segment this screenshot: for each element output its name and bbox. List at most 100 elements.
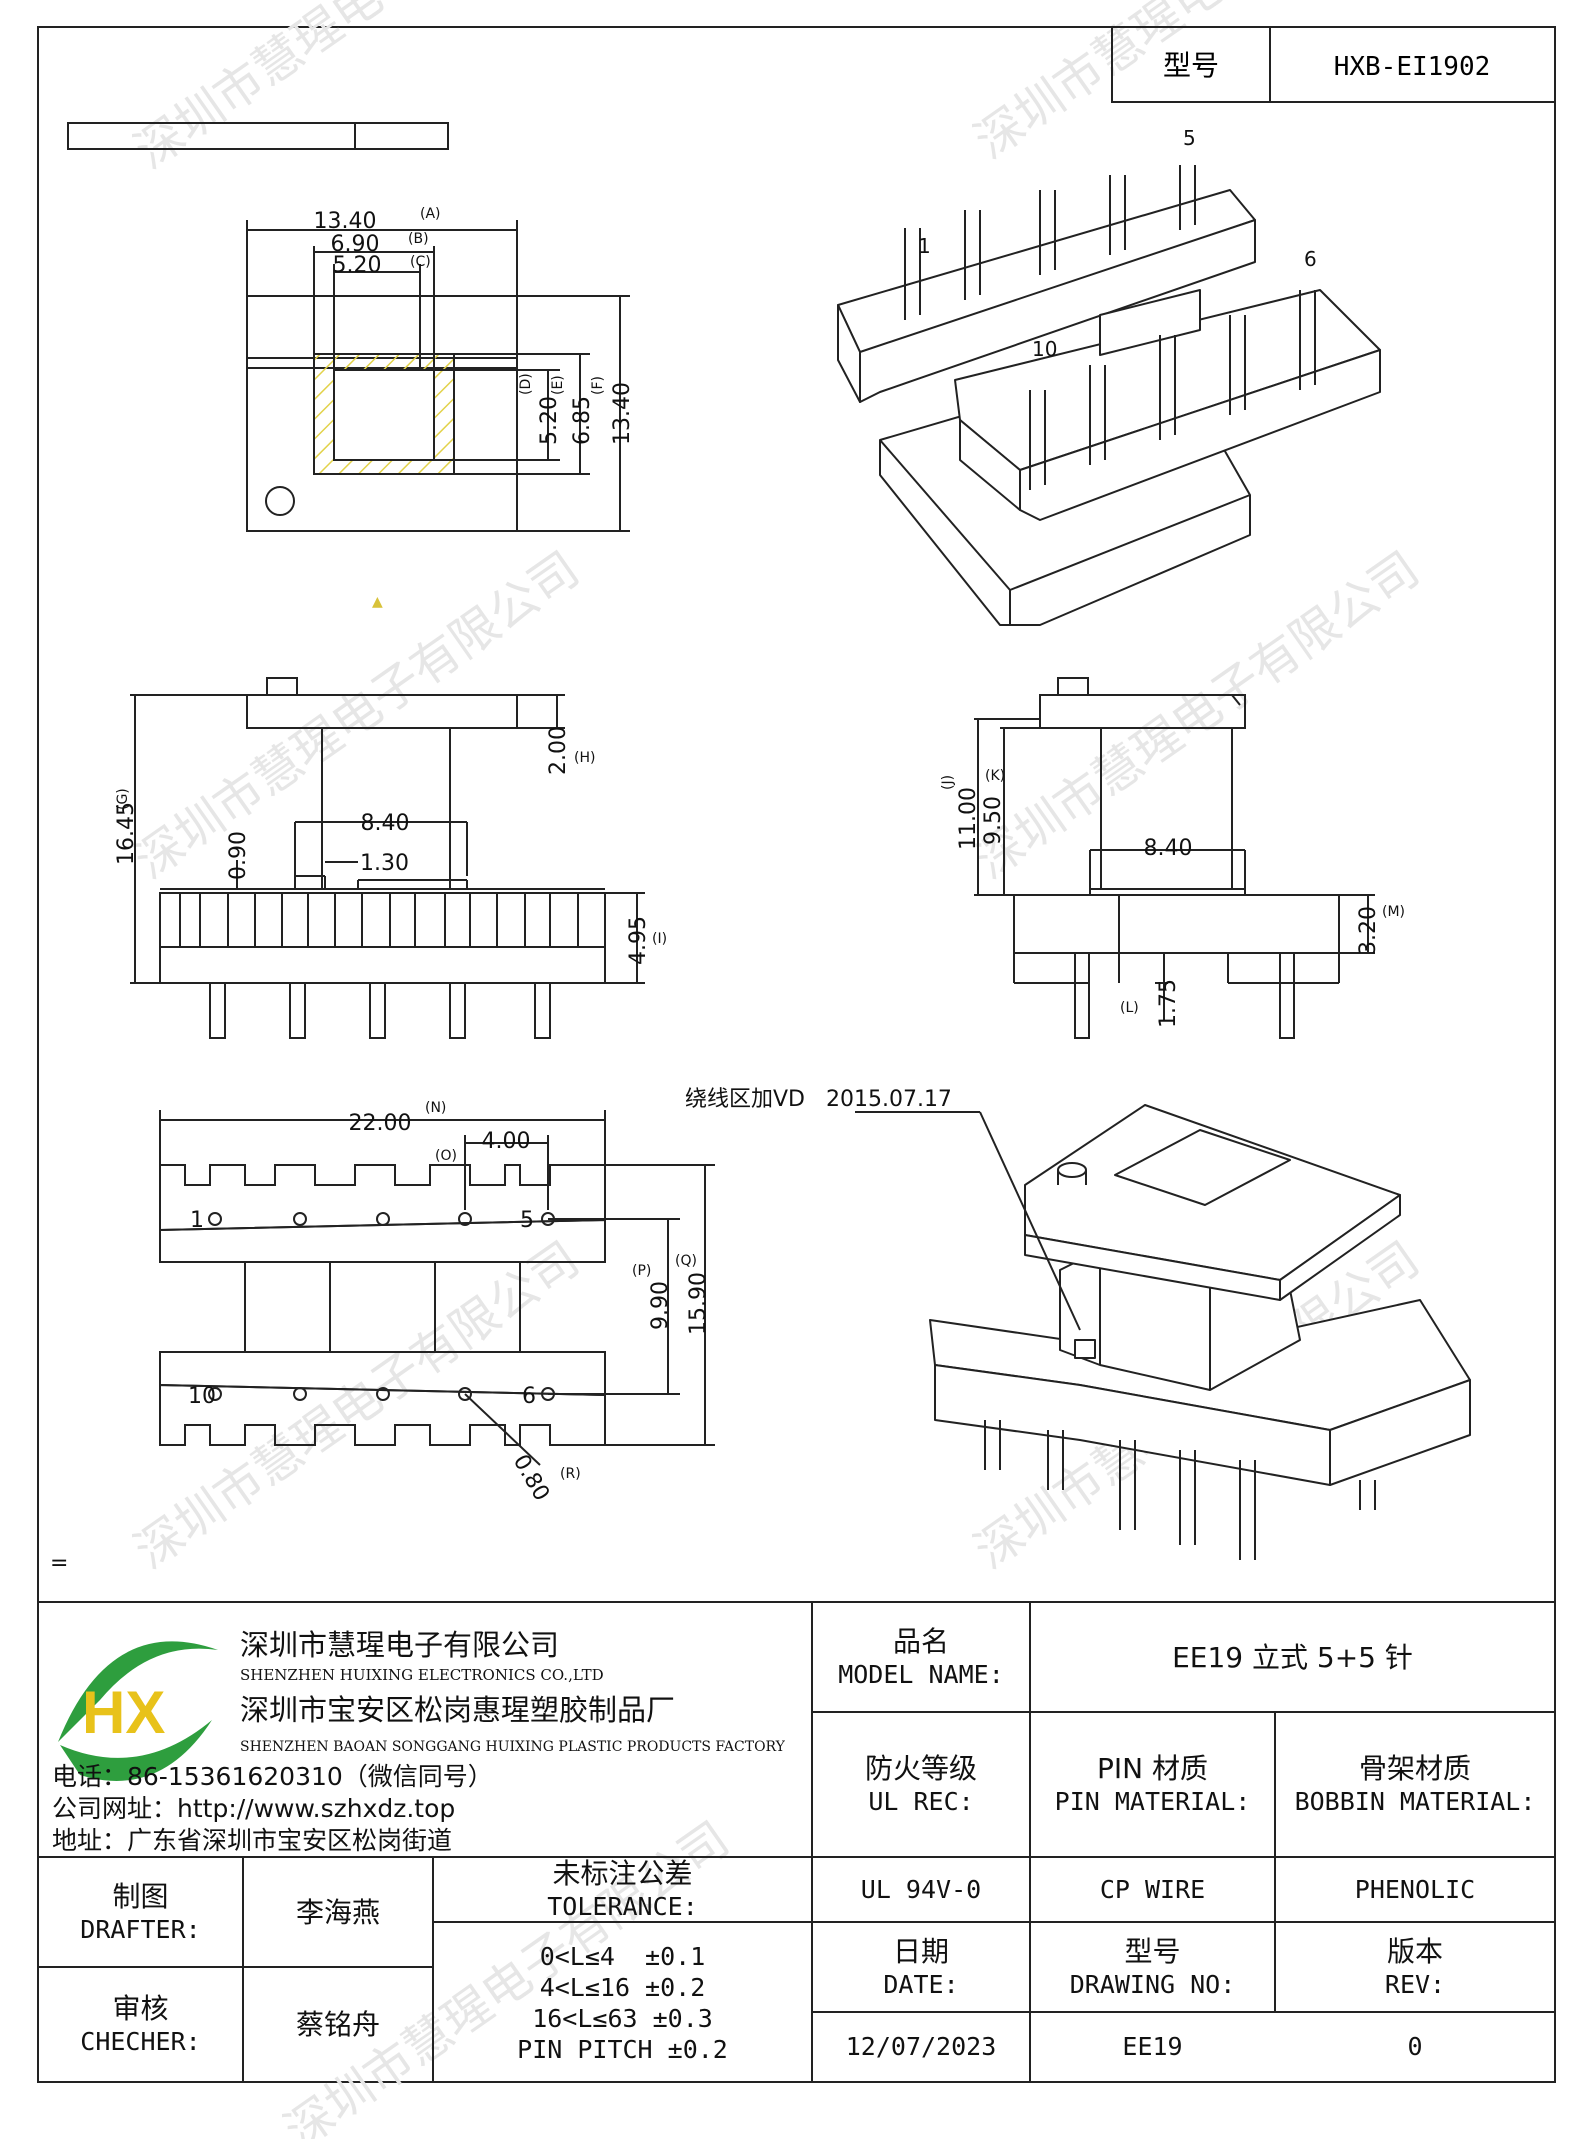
ul-rec-en: UL REC: bbox=[868, 1787, 974, 1817]
dim-h: 2.00 bbox=[546, 726, 571, 775]
company-name-cn: 深圳市慧瑆电子有限公司 bbox=[240, 1627, 800, 1663]
dim-e: 6.85 bbox=[570, 396, 595, 445]
company-name-cn-text: 深圳市慧瑆电子有限公司 bbox=[240, 1627, 560, 1662]
factory-name-en: SHENZHEN BAOAN SONGGANG HUIXING PLASTIC … bbox=[240, 1738, 810, 1758]
factory-name-en-text: SHENZHEN BAOAN SONGGANG HUIXING PLASTIC … bbox=[240, 1739, 785, 1756]
tag-q: (Q) bbox=[675, 1253, 697, 1269]
bobbin-material-en: BOBBIN MATERIAL: bbox=[1294, 1787, 1536, 1817]
model-name-label: 品名 MODEL NAME: bbox=[812, 1602, 1030, 1712]
small-mark: ▲ bbox=[372, 594, 383, 610]
front-view-dims: 11.00 (J) 9.50 (K) 8.40 3.20 (M) 1.75 (L… bbox=[940, 768, 1405, 1028]
date-cn: 日期 bbox=[892, 1934, 949, 1968]
company-phone: 电话：86-15361620310（微信同号） bbox=[52, 1762, 802, 1792]
iso-pin5-label: 5 bbox=[1183, 126, 1196, 150]
ul-rec-cn: 防火等级 bbox=[864, 1752, 977, 1786]
model-name-cn: 品名 bbox=[892, 1624, 949, 1658]
tolerance-cn: 未标注公差 bbox=[552, 1857, 693, 1891]
pin-material-label: PIN 材质 PIN MATERIAL: bbox=[1030, 1712, 1275, 1857]
iso-pin-labels: 1 5 6 10 bbox=[918, 126, 1317, 361]
ul-value-text: UL 94V-0 bbox=[860, 1874, 982, 1904]
dim-n: 22.00 bbox=[349, 1111, 412, 1136]
tolerance-line-2: 4<L≤16 ±0.2 bbox=[539, 1972, 706, 2002]
drawing-no-value-text: EE19 bbox=[1122, 2032, 1183, 2062]
tolerance-en: TOLERANCE: bbox=[547, 1892, 698, 1922]
date-label: 日期 DATE: bbox=[812, 1922, 1030, 2012]
company-address: 地址：广东省深圳市宝安区松岗街道 bbox=[52, 1826, 802, 1856]
iso-exploded-view bbox=[837, 165, 1381, 626]
dim-k: 9.50 bbox=[981, 796, 1006, 845]
model-value: HXB-EI1902 bbox=[1334, 52, 1491, 82]
dim-130: 1.30 bbox=[360, 851, 409, 876]
date-value: 12/07/2023 bbox=[812, 2012, 1030, 2082]
date-en: DATE: bbox=[883, 1969, 959, 1999]
checker-name: 蔡铭舟 bbox=[243, 1967, 433, 2082]
pin-value: CP WIRE bbox=[1030, 1857, 1275, 1922]
rev-label: 版本 REV: bbox=[1275, 1922, 1555, 2012]
tag-f: (F) bbox=[590, 376, 606, 395]
dim-c: 5.20 bbox=[333, 253, 382, 278]
checker-cn: 审核 bbox=[112, 1992, 169, 2026]
bottom-pin10: 10 bbox=[188, 1384, 216, 1409]
bobbin-material-label: 骨架材质 BOBBIN MATERIAL: bbox=[1275, 1712, 1555, 1857]
drafter-en: DRAFTER: bbox=[80, 1914, 201, 1944]
tolerance-list: 0<L≤4 ±0.1 4<L≤16 ±0.2 16<L≤63 ±0.3 PIN … bbox=[433, 1928, 812, 2078]
pin-material-cn: PIN 材质 bbox=[1097, 1752, 1208, 1786]
bottom-view bbox=[159, 1110, 715, 1466]
drawing-no-label: 型号 DRAWING NO: bbox=[1030, 1922, 1275, 2012]
drafter-name-text: 李海燕 bbox=[295, 1895, 380, 1929]
top-view-dims: 13.40 (A) 6.90 (B) 5.20 (C) 5.20 (D) 6.8… bbox=[314, 206, 635, 445]
rev-value: 0 bbox=[1275, 2012, 1555, 2082]
tag-d: (D) bbox=[518, 373, 534, 395]
dim-r: 0.80 bbox=[508, 1451, 554, 1506]
tag-j: (J) bbox=[940, 775, 956, 790]
upper-pins bbox=[904, 165, 1196, 320]
dim-w-side: 8.40 bbox=[361, 811, 410, 836]
rev-en: REV: bbox=[1384, 1969, 1446, 1999]
iso-pin1-label: 1 bbox=[918, 234, 931, 258]
dim-o: 4.00 bbox=[482, 1129, 531, 1154]
side-view-dims: 16.45 (G) 2.00 (H) 8.40 0.90 1.30 4.95 (… bbox=[114, 726, 667, 965]
tag-a: (A) bbox=[420, 206, 441, 222]
iso-pin6-label: 6 bbox=[1304, 247, 1317, 271]
model-name-value: EE19 立式 5+5 针 bbox=[1030, 1602, 1555, 1712]
checker-label: 审核 CHECHER: bbox=[38, 1967, 243, 2082]
tag-m: (M) bbox=[1382, 904, 1405, 920]
tolerance-line-3: 16<L≤63 ±0.3 bbox=[532, 2004, 713, 2033]
pin-material-en: PIN MATERIAL: bbox=[1054, 1787, 1251, 1817]
tag-i: (I) bbox=[652, 931, 667, 947]
date-value-text: 12/07/2023 bbox=[845, 2032, 997, 2062]
checker-name-text: 蔡铭舟 bbox=[295, 2008, 380, 2041]
tag-h: (H) bbox=[574, 750, 595, 766]
dim-g: 16.45 bbox=[114, 802, 139, 865]
tag-e: (E) bbox=[550, 375, 566, 395]
company-website-text: 公司网址：http://www.szhxdz.top bbox=[52, 1794, 456, 1824]
bottom-pin1: 1 bbox=[190, 1208, 204, 1233]
bobbin-value-text: PHENOLIC bbox=[1354, 1874, 1476, 1904]
dim-w-front: 8.40 bbox=[1144, 836, 1193, 861]
company-name-en: SHENZHEN HUIXING ELECTRONICS CO.,LTD bbox=[240, 1665, 800, 1685]
factory-name-cn-text: 深圳市宝安区松岗惠瑆塑胶制品厂 bbox=[240, 1692, 676, 1727]
model-name-en: MODEL NAME: bbox=[838, 1659, 1004, 1689]
drafter-name: 李海燕 bbox=[243, 1857, 433, 1967]
top-view bbox=[246, 220, 630, 532]
side-view bbox=[130, 677, 645, 1039]
watermark-2: 深圳市慧瑆电子有限公司 bbox=[965, 0, 1430, 170]
dim-p: 9.90 bbox=[648, 1281, 673, 1330]
drafter-cn: 制图 bbox=[112, 1879, 169, 1913]
company-phone-text: 电话：86-15361620310（微信同号） bbox=[52, 1762, 493, 1792]
sheet-border bbox=[37, 26, 1556, 2083]
dim-090: 0.90 bbox=[226, 831, 251, 880]
iso-pin10-label: 10 bbox=[1032, 337, 1057, 361]
bottom-pin6: 6 bbox=[522, 1384, 536, 1409]
dim-j: 11.00 bbox=[956, 787, 981, 850]
bottom-pin5: 5 bbox=[520, 1208, 534, 1233]
watermark-3: 深圳市慧瑆电子有限公司 bbox=[125, 541, 590, 890]
lower-pins bbox=[1029, 290, 1316, 490]
tag-l: (L) bbox=[1120, 1000, 1139, 1016]
revision-note: 绕线区加VD 2015.07.17 bbox=[685, 1087, 952, 1112]
tag-o: (O) bbox=[435, 1148, 457, 1164]
dim-b: 6.90 bbox=[331, 232, 380, 257]
ul-value: UL 94V-0 bbox=[812, 1857, 1030, 1922]
front-view bbox=[974, 677, 1375, 1039]
